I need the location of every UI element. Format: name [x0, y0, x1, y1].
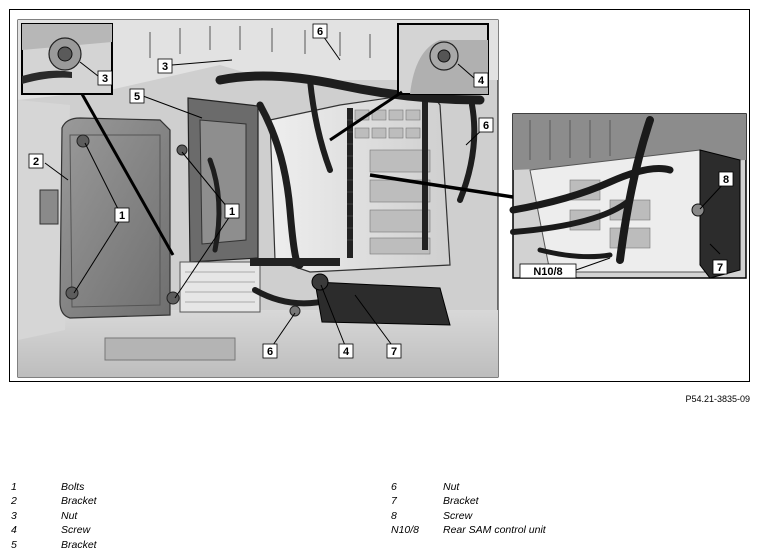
callout-5: 5 [129, 88, 145, 104]
legend-key: N10/8 [391, 524, 420, 537]
legend-desc: Bracket [443, 495, 479, 508]
legend-key: 5 [11, 538, 17, 551]
callout-1a: 1 [114, 207, 130, 223]
callout-7-detail: 7 [712, 259, 728, 275]
callout-8: 8 [718, 171, 734, 187]
callout-6-bottom: 6 [262, 343, 278, 359]
inset-nut-3 [21, 23, 113, 95]
svg-text:8: 8 [723, 174, 729, 186]
callout-2: 2 [28, 153, 44, 169]
svg-text:6: 6 [317, 26, 323, 38]
legend-key: 7 [391, 495, 397, 508]
callout-4-main: 4 [338, 343, 354, 359]
legend-desc: Nut [61, 509, 78, 522]
callout-leaders [44, 32, 727, 349]
callout-6-top: 6 [312, 23, 328, 39]
legend-key: 3 [11, 509, 17, 522]
inset-screw-4 [397, 23, 489, 95]
wiring-harness [207, 71, 485, 311]
legend-desc: Rear SAM control unit [443, 524, 546, 537]
svg-text:2: 2 [33, 156, 39, 168]
svg-text:5: 5 [134, 91, 140, 103]
inset-leader-lines [80, 90, 403, 256]
legend: 1 Bolts 2 Bracket 3 Nut 4 Screw 5 Bracke… [11, 481, 751, 555]
svg-text:7: 7 [391, 346, 397, 358]
callout-3-main: 3 [157, 58, 173, 74]
legend-key: 1 [11, 481, 17, 493]
svg-text:7: 7 [717, 262, 723, 274]
callout-4-inset: 4 [473, 72, 489, 88]
svg-text:1: 1 [229, 206, 235, 218]
legend-key: 4 [11, 524, 17, 537]
svg-text:4: 4 [343, 346, 350, 358]
figure-code: P54.21-3835-09 [685, 394, 750, 404]
legend-key: 2 [11, 495, 17, 508]
svg-text:3: 3 [162, 61, 168, 73]
callout-7-main: 7 [386, 343, 402, 359]
legend-desc: Screw [443, 509, 473, 522]
callout-n108: N10/8 [519, 263, 577, 279]
bracket-5-holder [179, 97, 261, 313]
legend-desc: Bracket [61, 495, 97, 508]
callout-6-right: 6 [478, 117, 494, 133]
legend-desc: Bolts [61, 481, 85, 493]
rear-sam-fuse-box [269, 91, 451, 273]
svg-text:4: 4 [478, 75, 485, 87]
svg-text:3: 3 [102, 73, 108, 85]
installation-figure: 1 1 2 3 3 4 5 6 6 6 4 7 [9, 9, 750, 382]
legend-key: 8 [391, 509, 397, 522]
legend-desc: Bracket [61, 538, 97, 551]
detail-connector-line [369, 173, 514, 199]
detail-photo-n108 [509, 113, 747, 279]
legend-desc: Screw [61, 524, 91, 537]
callout-1b: 1 [224, 203, 240, 219]
bracket-7-lower [250, 258, 451, 326]
svg-text:1: 1 [119, 210, 125, 222]
svg-text:6: 6 [483, 120, 489, 132]
legend-key: 6 [391, 481, 397, 493]
callout-3-inset: 3 [97, 70, 113, 86]
svg-text:N10/8: N10/8 [533, 266, 562, 278]
svg-text:6: 6 [267, 346, 273, 358]
legend-desc: Nut [443, 481, 460, 493]
